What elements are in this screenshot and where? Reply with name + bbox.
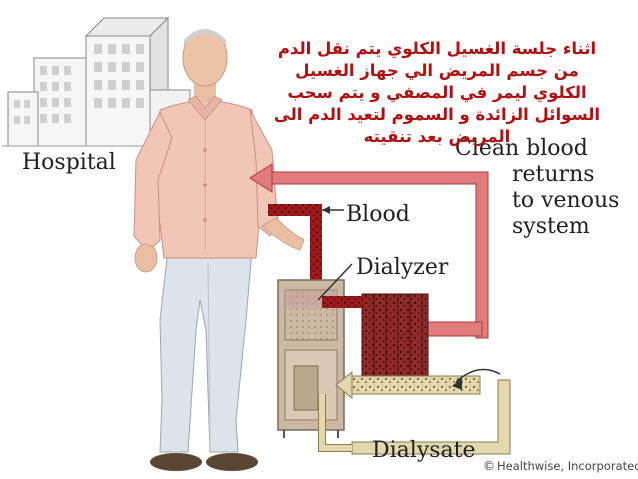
clean-blood-label: Clean blood returns to venous system <box>455 136 620 240</box>
caption-line: اثناء جلسة الغسيل الكلوي يتم نقل الدم <box>277 39 597 58</box>
arabic-caption: اثناء جلسة الغسيل الكلوي يتم نقل الدم من… <box>262 38 612 148</box>
caption-line: السوائل الزائدة و السموم لتعيد الدم الى <box>273 105 601 124</box>
copyright-icon: © <box>483 459 495 473</box>
caption-line: من جسم المريض الي جهاز الغسيل <box>295 61 579 80</box>
clean-blood-line: system <box>512 214 590 239</box>
dialysate-path <box>318 368 511 455</box>
credit-text: Healthwise, Incorporated <box>497 459 638 473</box>
clean-blood-line: to venous <box>512 188 620 213</box>
blood-label: Blood <box>346 202 410 227</box>
clean-blood-line: Clean blood <box>455 136 588 161</box>
dialysate-label: Dialysate <box>372 438 476 463</box>
clean-blood-line: returns <box>512 162 595 187</box>
hospital-building <box>2 16 196 148</box>
caption-line: المريض بعد تنقيته <box>363 127 511 146</box>
dialyzer-label: Dialyzer <box>356 255 449 280</box>
hospital-label: Hospital <box>22 150 116 175</box>
patient-figure <box>133 29 305 471</box>
copyright-credit: ©Healthwise, Incorporated <box>483 459 638 473</box>
caption-line: الكلوي ليمر في المصفي و يتم سحب <box>287 83 587 102</box>
